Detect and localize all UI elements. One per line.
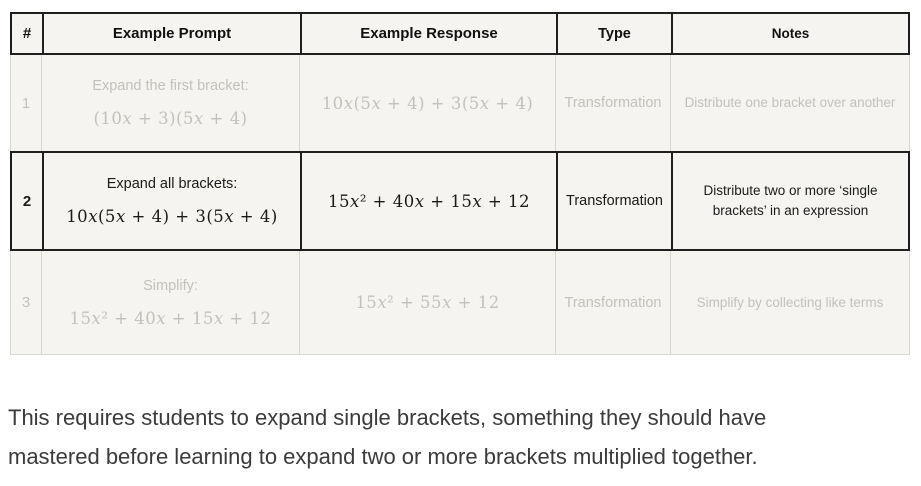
examples-table: # Example Prompt Example Response Type N… [10,12,911,355]
response-cell: 10x(5x + 4) + 3(5x + 4) [299,55,555,151]
prompt-math: (10x + 3)(5x + 4) [93,109,248,128]
type-cell: Transformation [555,55,670,151]
type-cell: Transformation [555,251,670,354]
notes-cell: Distribute one bracket over another [670,55,909,151]
prompt-cell: Expand all brackets: 10x(5x + 4) + 3(5x … [42,153,300,249]
body-text: This requires students to expand single … [8,405,767,469]
table-row-3: 3 Simplify: 15x² + 40x + 15x + 12 15x² +… [10,251,910,355]
response-math: 15x² + 55x + 12 [355,293,500,312]
prompt-math: 10x(5x + 4) + 3(5x + 4) [66,207,278,226]
response-math: 10x(5x + 4) + 3(5x + 4) [321,93,534,113]
header-number: # [22,25,32,42]
header-example-response: Example Response [300,14,556,53]
notes-cell: Distribute two or more ‘single brackets’… [671,153,908,249]
row-number: 3 [21,294,31,311]
header-notes: Notes [671,14,908,53]
table-row-2-active: 2 Expand all brackets: 10x(5x + 4) + 3(5… [10,151,910,251]
header-type: Type [556,14,671,53]
notes-cell: Simplify by collecting like terms [670,251,909,354]
row-number: 2 [22,192,32,210]
prompt-label: Simplify: [143,277,198,294]
prompt-cell: Expand the first bracket: (10x + 3)(5x +… [41,55,299,151]
response-math: 15x² + 40x + 15x + 12 [328,191,530,211]
row-number: 1 [21,94,31,112]
header-example-prompt: Example Prompt [42,14,300,53]
table-row-1: 1 Expand the first bracket: (10x + 3)(5x… [10,55,910,152]
prompt-label: Expand all brackets: [106,176,238,192]
prompt-label: Expand the first bracket: [92,78,249,94]
table-header-row: # Example Prompt Example Response Type N… [10,12,910,55]
response-cell: 15x² + 40x + 15x + 12 [300,153,556,249]
response-cell: 15x² + 55x + 12 [299,251,555,354]
prompt-cell: Simplify: 15x² + 40x + 15x + 12 [41,251,299,354]
type-cell: Transformation [556,153,671,249]
prompt-math: 15x² + 40x + 15x + 12 [69,308,272,328]
